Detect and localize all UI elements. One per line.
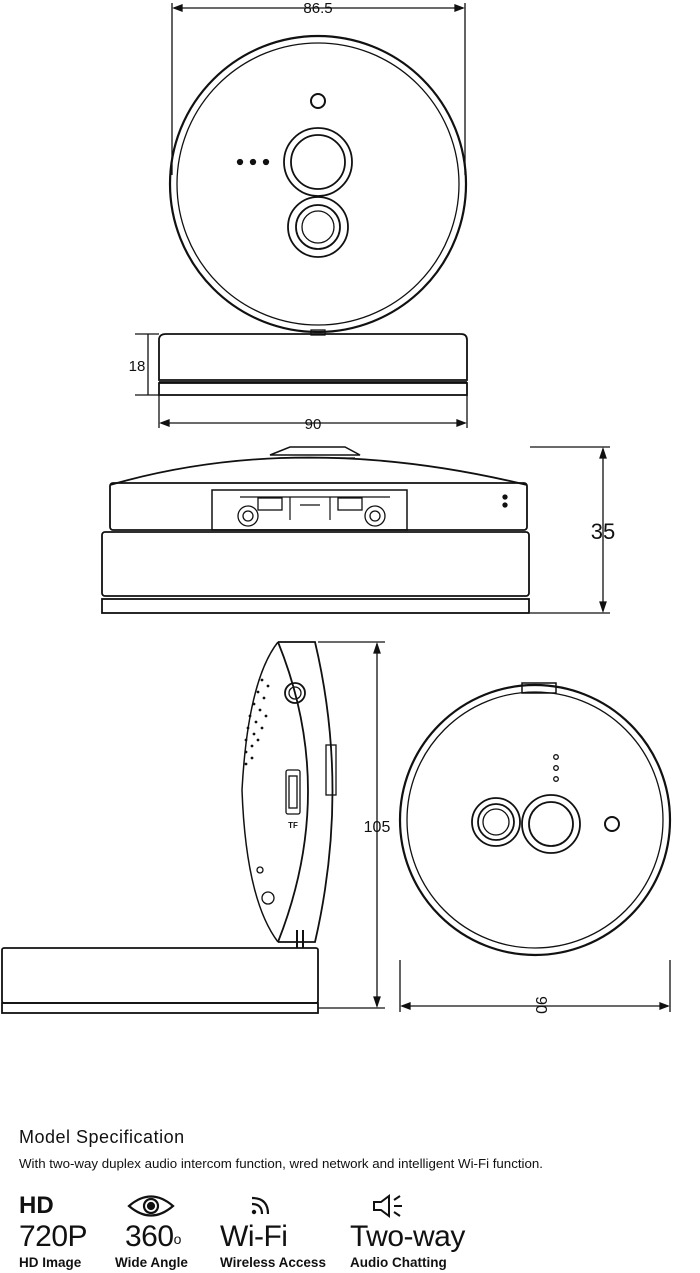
stand-view: TF 105 <box>1 641 391 1014</box>
spec-title: Model Specification <box>19 1127 185 1147</box>
front-face-view: 90 <box>398 682 672 1014</box>
feature-two-way: Two-way Audio Chatting <box>350 1192 465 1272</box>
feature-wide-angle-value: 360 <box>125 1220 174 1253</box>
top-view: 86.5 <box>168 0 468 336</box>
speaker-icon <box>373 1194 402 1218</box>
feature-hd-value: 720P <box>19 1220 88 1253</box>
dim-side-height: 35 <box>591 519 615 544</box>
feature-wide-angle-caption: Wide Angle <box>115 1255 188 1270</box>
feature-wifi-value: Wi-Fi <box>220 1220 288 1253</box>
feature-hd-caption: HD Image <box>19 1255 82 1270</box>
dim-front-height: 18 <box>129 358 146 375</box>
feature-hd-top: HD <box>19 1192 54 1219</box>
wifi-icon <box>251 1196 270 1215</box>
spec-description: With two-way duplex audio intercom funct… <box>19 1156 543 1171</box>
feature-wide-angle-unit: o <box>173 1231 182 1247</box>
feature-wide-angle: 360o Wide Angle <box>115 1192 188 1272</box>
dim-stand-height: 105 <box>364 819 391 836</box>
feature-wifi: Wi-Fi Wireless Access <box>220 1192 326 1272</box>
dim-top-width: 86.5 <box>303 0 332 17</box>
technical-drawing: 86.5 18 90 <box>1 0 672 1014</box>
eye-icon <box>127 1195 175 1217</box>
dim-face-diameter: 90 <box>532 996 549 1014</box>
feature-wifi-caption: Wireless Access <box>220 1255 326 1270</box>
feature-two-way-caption: Audio Chatting <box>350 1255 447 1270</box>
tf-label: TF <box>288 821 298 830</box>
speaker-grille <box>244 678 270 766</box>
front-view: 18 90 <box>129 333 468 433</box>
feature-two-way-value: Two-way <box>350 1220 465 1253</box>
side-view: 35 <box>101 446 615 614</box>
feature-hd: HD 720P HD Image <box>19 1192 88 1272</box>
feature-wide-angle-value-wrap: 360o <box>115 1220 188 1254</box>
dim-front-width: 90 <box>305 416 322 433</box>
